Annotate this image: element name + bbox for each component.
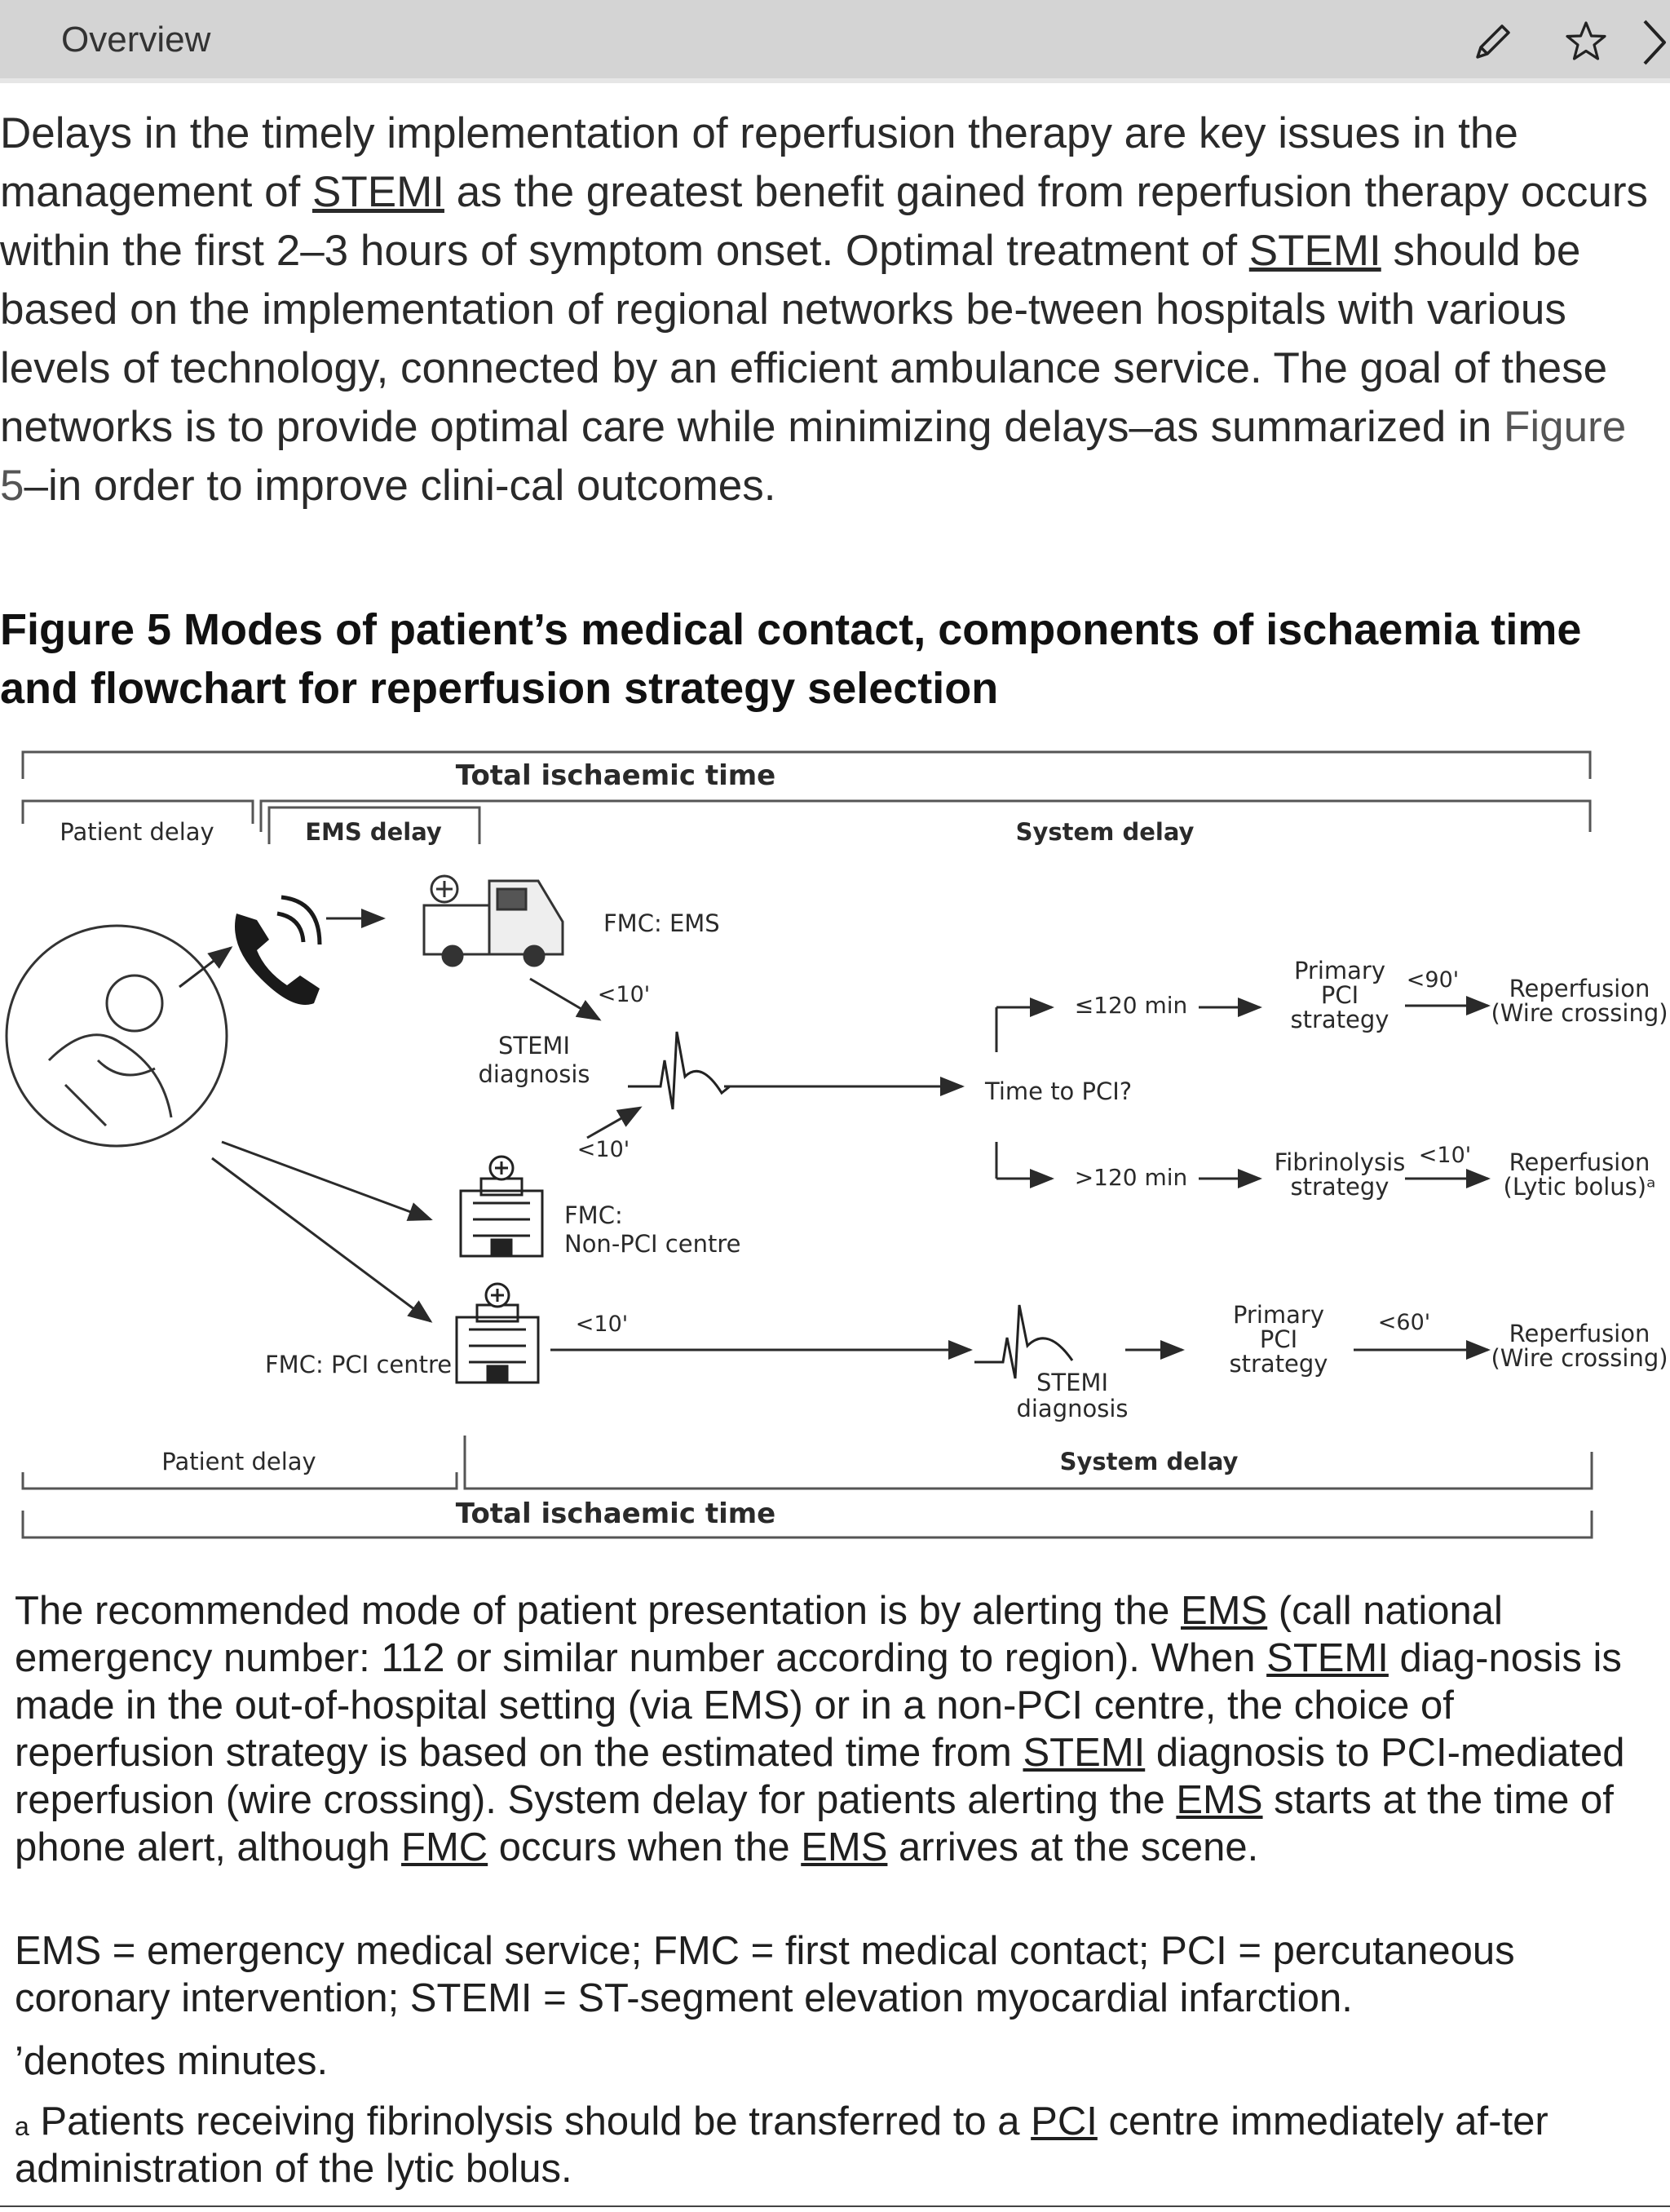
figure-5-link[interactable]: Figure 5: [0, 403, 1627, 510]
time-threshold-label: ≤120 min: [1075, 992, 1188, 1019]
ems-link[interactable]: EMS: [1181, 1589, 1268, 1633]
primary-pci-label: Primary: [1233, 1301, 1324, 1329]
hospital-icon: [459, 1155, 544, 1258]
star-outline-icon[interactable]: [1562, 18, 1610, 67]
patient-icon: [5, 924, 228, 1148]
reperfusion-label: (Wire crossing): [1491, 999, 1668, 1027]
ecg-trace: [974, 1304, 1074, 1379]
bracket-system-delay-bottom: [463, 1436, 1593, 1490]
footnote-text: Patients receiving fibrinolysis should b…: [29, 2099, 1032, 2143]
time-label: <10': [598, 982, 650, 1007]
time-label: <60': [1378, 1310, 1430, 1335]
patient-delay-label-top: Patient delay: [60, 818, 214, 846]
time-label: <90': [1407, 967, 1459, 993]
intro-text: –in order to improve clini-cal outcomes.: [24, 462, 776, 510]
stemi-diagnosis-label: diagnosis: [478, 1060, 590, 1088]
footnote-text: centre immediately af-ter administration…: [15, 2099, 1549, 2191]
stemi-link[interactable]: STEMI: [312, 168, 444, 216]
time-label: <10': [1419, 1143, 1471, 1168]
total-time-label-top: Total ischaemic time: [456, 759, 775, 792]
phone-icon: [235, 895, 322, 1005]
page-title: Overview: [61, 20, 211, 60]
paragraph-text: diagnosis to PCI-mediated reperfusion (w…: [15, 1731, 1625, 1822]
intro-text: should be based on the implementation of…: [0, 227, 1608, 451]
fmc-pci-centre-label: FMC: PCI centre: [265, 1351, 452, 1378]
stemi-link[interactable]: STEMI: [1266, 1636, 1389, 1680]
system-delay-label-top: System delay: [1016, 818, 1195, 846]
hospital-icon: [455, 1282, 540, 1384]
page-bottom-divider: [0, 2205, 1670, 2207]
system-delay-label-bottom: System delay: [1060, 1448, 1239, 1475]
stemi-link[interactable]: STEMI: [1248, 227, 1381, 275]
primary-pci-label: strategy: [1230, 1350, 1328, 1378]
reperfusion-label: (Wire crossing): [1491, 1344, 1668, 1372]
bracket-total-top: [21, 750, 1592, 779]
time-to-pci-label: Time to PCI?: [984, 1077, 1132, 1105]
figure-title: Figure 5 Modes of patient’s medical cont…: [0, 605, 1582, 713]
total-time-label-bottom: Total ischaemic time: [456, 1498, 775, 1530]
footnote-marker: a: [15, 2112, 29, 2141]
minutes-note: ’denotes minutes.: [15, 2039, 329, 2083]
ecg-trace: [628, 1031, 731, 1110]
paragraph-text: The recommended mode of patient presenta…: [15, 1589, 1181, 1633]
stemi-diagnosis-label: STEMI: [1036, 1369, 1108, 1396]
paragraph-text: diag-nosis is made in the out-of-hospita…: [15, 1636, 1622, 1775]
bracket-total-bottom: [21, 1511, 1593, 1539]
primary-pci-label: PCI: [1321, 981, 1359, 1009]
ambulance-icon: [422, 874, 564, 967]
top-bar: Overview: [0, 0, 1670, 83]
intro-paragraph: Delays in the timely implementation of r…: [0, 104, 1663, 515]
bracket-patient-delay-bottom: [21, 1472, 458, 1490]
time-threshold-label: >120 min: [1075, 1164, 1188, 1191]
ems-link[interactable]: EMS: [1176, 1778, 1263, 1822]
reperfusion-label: (Lytic bolus)ᵃ: [1504, 1173, 1656, 1201]
ems-link[interactable]: EMS: [801, 1825, 888, 1869]
figure-5-diagram: Total ischaemic time Patient delay EMS d…: [5, 750, 1668, 1539]
stemi-diagnosis-label: STEMI: [498, 1032, 570, 1060]
time-label: <10': [577, 1137, 630, 1162]
fmc-ems-label: FMC: EMS: [603, 909, 720, 937]
fmc-non-pci-label: Non-PCI centre: [564, 1230, 740, 1258]
intro-text: as the greatest benefit gained from repe…: [0, 168, 1648, 275]
paragraph-text: occurs when the: [488, 1825, 802, 1869]
chevron-right-icon[interactable]: [1635, 18, 1670, 67]
fibrinolysis-label: strategy: [1291, 1173, 1389, 1201]
fibrinolysis-label: Fibrinolysis: [1275, 1148, 1406, 1176]
footnote-a: a Patients receiving fibrinolysis should…: [15, 2098, 1662, 2192]
patient-delay-label-bottom: Patient delay: [161, 1448, 316, 1475]
reperfusion-label: Reperfusion: [1509, 975, 1650, 1002]
intro-text: Delays in the timely implementation of r…: [0, 109, 1518, 216]
primary-pci-label: Primary: [1294, 957, 1385, 984]
bracket-system-delay-top: [259, 799, 1592, 832]
paragraph-text: arrives at the scene.: [887, 1825, 1259, 1869]
fmc-link[interactable]: FMC: [401, 1825, 488, 1869]
ems-delay-label: EMS delay: [305, 818, 442, 846]
time-label: <10': [576, 1312, 628, 1337]
bracket-patient-delay-top: [21, 799, 254, 824]
fmc-non-pci-label: FMC:: [564, 1201, 623, 1229]
stemi-link[interactable]: STEMI: [1023, 1731, 1146, 1775]
stemi-diagnosis-label: diagnosis: [1016, 1395, 1128, 1422]
explanation-paragraph: The recommended mode of patient presenta…: [15, 1587, 1662, 1871]
pencil-icon[interactable]: [1468, 18, 1517, 67]
pci-link[interactable]: PCI: [1031, 2099, 1098, 2143]
reperfusion-label: Reperfusion: [1509, 1320, 1650, 1347]
primary-pci-label: PCI: [1260, 1325, 1297, 1353]
abbreviations-paragraph: EMS = emergency medical service; FMC = f…: [15, 1929, 1515, 2020]
primary-pci-label: strategy: [1291, 1006, 1389, 1033]
reperfusion-label: Reperfusion: [1509, 1148, 1650, 1176]
paragraph-text: starts at the time of phone alert, altho…: [15, 1778, 1614, 1869]
paragraph-text: (call national emergency number: 112 or …: [15, 1589, 1503, 1680]
bracket-ems-delay: [267, 806, 481, 844]
